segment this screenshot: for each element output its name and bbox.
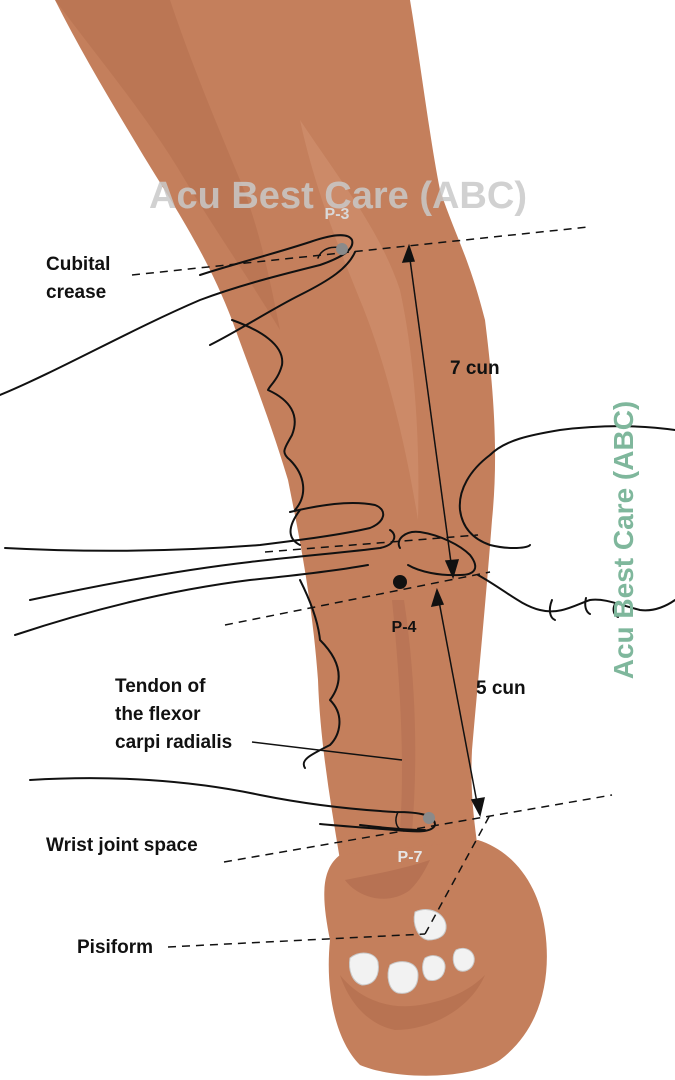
tendon-shadow — [392, 600, 416, 832]
upper-hand-fingers — [231, 319, 305, 511]
upper-hand-outline — [0, 234, 354, 396]
middle-hand-index — [14, 564, 369, 636]
p7-point — [423, 812, 435, 824]
forearm-shadow — [55, 0, 280, 330]
forearm — [55, 0, 547, 1076]
right-hand-fingers — [477, 574, 675, 613]
label-tendon-3: carpi radialis — [115, 732, 232, 753]
lower-arrowhead-top — [430, 587, 445, 607]
p7-label: P-7 — [398, 849, 423, 866]
cubital-crease-line — [131, 226, 589, 276]
measure-7-cun: 7 cun — [450, 358, 500, 379]
upper-hand-lower-edge — [209, 251, 356, 346]
upper-arrowhead-top — [401, 243, 416, 263]
upper-arrowhead-bottom — [444, 559, 460, 580]
measuring-hands — [0, 234, 675, 833]
p3-label: P-3 — [325, 206, 350, 223]
fist-thumbnail — [413, 909, 447, 941]
reference-lines — [131, 226, 613, 948]
watermark-top: Acu Best Care (ABC) — [149, 175, 527, 217]
fist-shadow — [345, 860, 430, 899]
pisiform-line — [167, 933, 426, 948]
fist-nail-2 — [387, 961, 419, 994]
lower-arrowhead-bottom — [470, 797, 485, 818]
label-cubital-crease-1: Cubital — [46, 254, 110, 275]
p3-point — [336, 243, 348, 255]
wrist-joint-line — [223, 794, 613, 863]
measure-5-cun: 5 cun — [476, 678, 526, 699]
label-pisiform: Pisiform — [77, 937, 153, 958]
lower-hand-outline — [29, 777, 436, 833]
middle-hand-lower — [29, 529, 396, 601]
fist-knuckle-shade — [340, 975, 485, 1030]
forearm-skin — [55, 0, 496, 860]
lower-hand-nail — [395, 811, 403, 831]
label-tendon-2: the flexor — [115, 704, 201, 725]
upper-measure-line — [408, 251, 453, 571]
p4-label: P-4 — [392, 619, 417, 636]
right-thumb — [397, 530, 477, 577]
forearm-highlight — [300, 120, 419, 520]
right-hand-outline — [458, 425, 675, 549]
p4-line-upper — [264, 534, 479, 553]
p4-line-lower — [224, 571, 491, 626]
pisiform-diagonal — [424, 814, 491, 935]
lower-measure-line — [437, 595, 479, 809]
measurement-arrows — [401, 243, 485, 818]
label-cubital-crease-2: crease — [46, 282, 106, 303]
tendon-leader — [251, 741, 403, 761]
fist-nail-4 — [452, 947, 475, 972]
middle-hand-knuckles — [289, 509, 341, 769]
fist-nail-1 — [349, 952, 379, 986]
lower-hand-finger — [359, 824, 426, 831]
watermark-side: Acu Best Care (ABC) — [608, 401, 639, 680]
right-hand-knuckles — [548, 597, 619, 621]
fist-nail-3 — [422, 955, 446, 981]
label-wrist-joint: Wrist joint space — [46, 835, 198, 856]
p4-point — [393, 575, 407, 589]
label-tendon-1: Tendon of — [115, 676, 206, 697]
middle-hand-outline — [4, 501, 385, 552]
